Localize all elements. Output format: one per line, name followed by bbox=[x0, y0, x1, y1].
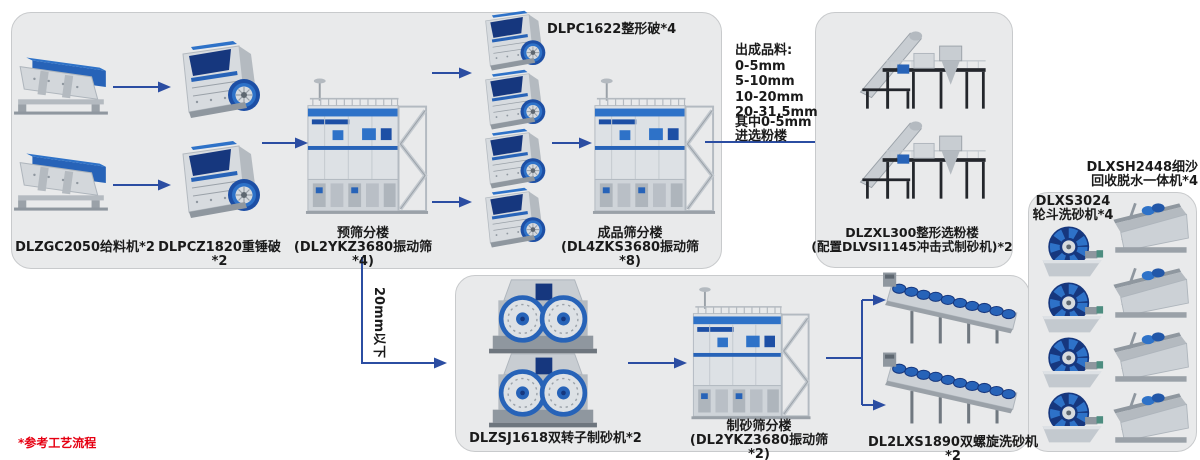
feeder-label: DLZGC2050给料机*2 bbox=[15, 240, 155, 255]
reference-footnote: *参考工艺流程 bbox=[18, 436, 97, 450]
pre-screen-tower-label: 预筛分楼 (DL2YKZ3680振动筛*4) bbox=[293, 226, 433, 269]
output-products-note: 出成品料: 0-5mm 5-10mm 10-20mm 20-31.5mm bbox=[735, 43, 818, 120]
sand-screen-tower-label: 制砂筛分楼 (DL2YKZ3680振动筛*2) bbox=[689, 419, 829, 460]
double-spiral-washer-label: DL2LXS1890双螺旋洗砂机*2 bbox=[868, 435, 1038, 460]
arrowhead bbox=[434, 357, 447, 369]
product-screen-tower-label: 成品筛分楼 (DL4ZKS3680振动筛*8) bbox=[560, 226, 700, 269]
wheel-sand-washer-label: DLXS3024 轮斗洗砂机*4 bbox=[1032, 194, 1114, 223]
powder-classifier-tower-label: DLZXL300整形选粉楼 (配置DLVSI1145冲击式制砂机)*2 bbox=[811, 225, 1013, 254]
fine-sand-recycler-label: DLXSH2448细沙 回收脱水一体机*4 bbox=[1086, 160, 1198, 189]
sand-washing-stage-box bbox=[1028, 192, 1197, 452]
branch-size-label: 20mm以下 bbox=[371, 287, 386, 359]
shaping-crusher-label: DLPC1622整形破*4 bbox=[547, 22, 677, 37]
dual-rotor-sand-maker-label: DLZSJ1618双转子制砂机*2 bbox=[469, 431, 642, 446]
output-remark-note: 其中0-5mm 进选粉楼 bbox=[735, 115, 812, 144]
hammer-crusher-label: DLPCZ1820重锤破*2 bbox=[158, 240, 281, 269]
